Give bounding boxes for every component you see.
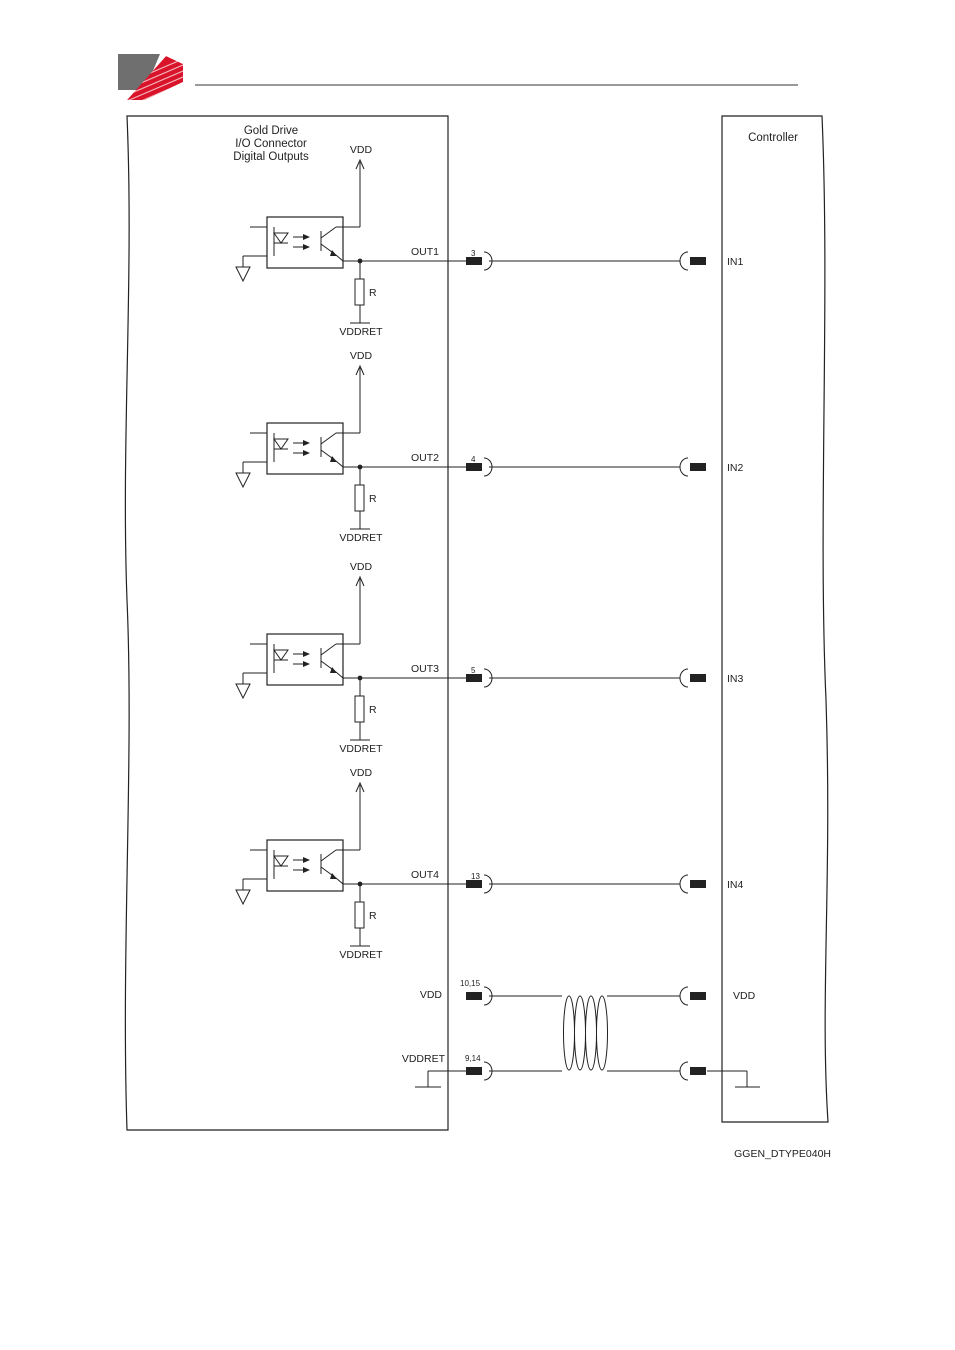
led-icon [274,856,288,866]
resistor [355,696,364,722]
ground-icon [236,267,250,281]
controller-connector [680,252,706,270]
vdd-label: VDD [350,144,373,156]
vdd-drive-connector [466,987,492,1005]
controller-connector [680,669,706,687]
vdd-label: VDD [350,561,373,573]
vddret-label: VDDRET [339,743,383,755]
drive-title-line-3: Digital Outputs [233,151,309,163]
output-label: OUT4 [411,869,439,881]
drive-connector [466,252,492,270]
pin-number: 4 [471,455,476,464]
input-label: IN1 [727,256,744,268]
supply-vdd-pins: 10,15 [460,979,481,988]
input-label: IN3 [727,673,744,685]
ret-controller-connector [680,1062,706,1080]
ground-icon [236,684,250,698]
controller-title: Controller [748,132,798,144]
resistor [355,485,364,511]
supply-ret-pins: 9,14 [465,1054,481,1063]
vdd-label: VDD [350,767,373,779]
vdd-label: VDD [350,350,373,362]
ret-drive-connector [466,1062,492,1080]
supply-vdd-label: VDD [420,989,443,1001]
vdd-controller-connector [680,987,706,1005]
vddret-label: VDDRET [339,532,383,544]
ground-icon [236,890,250,904]
drive-connector [466,669,492,687]
ground-icon [236,473,250,487]
resistor [355,279,364,305]
pin-number: 13 [471,872,480,881]
output-label: OUT1 [411,246,439,258]
input-label: IN4 [727,879,744,891]
input-label: IN2 [727,462,744,474]
controller-vdd-label: VDD [733,990,756,1002]
resistor-label: R [369,287,377,299]
drive-title-line-2: I/O Connector [235,138,307,150]
vddret-label: VDDRET [339,326,383,338]
resistor-label: R [369,910,377,922]
led-icon [274,650,288,660]
resistor-label: R [369,493,377,505]
company-logo [118,54,190,110]
output-label: OUT3 [411,663,439,675]
pin-number: 5 [471,666,476,675]
supply-ret-label: VDDRET [402,1053,446,1065]
resistor [355,902,364,928]
supply-wiring: VDD 10,15 VDDRET 9,14 VDD [402,979,760,1087]
resistor-label: R [369,704,377,716]
output-label: OUT2 [411,452,439,464]
led-icon [274,439,288,449]
drive-connector [466,458,492,476]
controller-connector [680,458,706,476]
drive-title-line-1: Gold Drive [244,125,298,137]
figure-id: GGEN_DTYPE040H [734,1148,831,1160]
led-icon [274,233,288,243]
pin-number: 3 [471,249,476,258]
controller-connector [680,875,706,893]
vddret-label: VDDRET [339,949,383,961]
